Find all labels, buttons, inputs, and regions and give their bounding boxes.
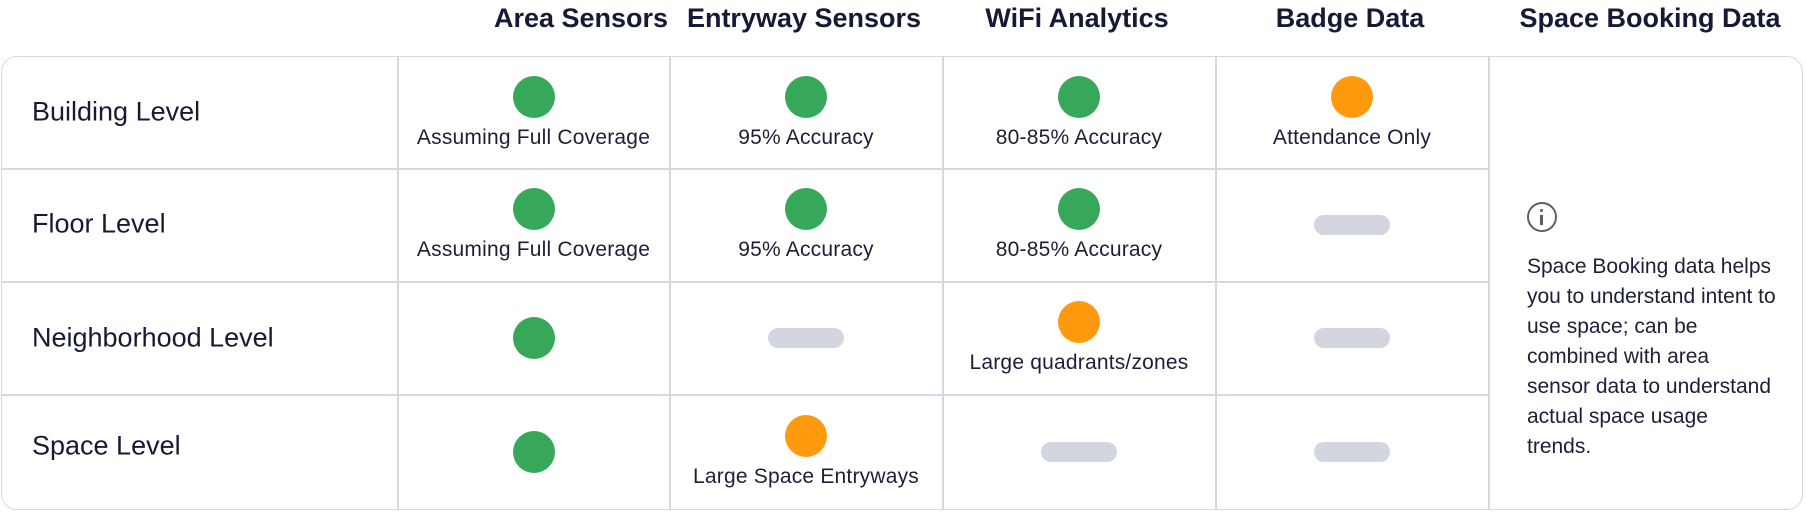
cell-building-level-area-sensors: Assuming Full Coverage	[398, 57, 669, 168]
column-divider	[397, 57, 399, 509]
cell-note: 80-85% Accuracy	[995, 125, 1163, 149]
cell-neighborhood-level-entryway-sensors	[670, 282, 942, 394]
cell-note: Assuming Full Coverage	[416, 238, 651, 261]
full-support-indicator	[512, 188, 555, 230]
cell-floor-level-wifi-analytics: 80-85% Accuracy	[943, 169, 1215, 281]
cell-note: Assuming Full Coverage	[416, 125, 651, 149]
cell-note: Large Space Entryways	[693, 465, 919, 488]
coverage-table: Building Level Floor Level Neighborhood …	[1, 56, 1803, 510]
info-icon	[1527, 202, 1557, 232]
column-divider	[669, 57, 671, 509]
partial-support-indicator	[785, 415, 827, 457]
not-supported-indicator	[768, 328, 844, 348]
column-header-area-sensors: Area Sensors	[493, 3, 669, 33]
full-support-indicator	[785, 75, 827, 118]
cell-space-level-entryway-sensors: Large Space Entryways	[670, 395, 942, 509]
cell-space-level-area-sensors	[398, 395, 669, 509]
row-divider	[2, 394, 1489, 396]
cell-building-level-entryway-sensors: 95% Accuracy	[670, 57, 942, 168]
full-support-indicator	[785, 188, 827, 230]
cell-building-level-wifi-analytics: 80-85% Accuracy	[943, 57, 1215, 168]
cell-building-level-badge-data: Attendance Only	[1216, 57, 1488, 168]
row-label-neighborhood-level: Neighborhood Level	[32, 322, 274, 353]
column-divider	[1488, 57, 1490, 509]
partial-support-indicator	[1331, 75, 1373, 118]
row-divider	[2, 168, 1489, 170]
row-divider	[2, 281, 1489, 283]
column-divider	[942, 57, 944, 509]
space-booking-info-panel: Space Booking data helps you to understa…	[1527, 202, 1777, 462]
cell-note: Large quadrants/zones	[969, 351, 1189, 374]
column-header-wifi-analytics: WiFi Analytics	[985, 3, 1169, 33]
cell-space-level-badge-data	[1216, 395, 1488, 509]
full-support-indicator	[512, 75, 555, 118]
row-label-floor-level: Floor Level	[32, 208, 166, 239]
cell-floor-level-area-sensors: Assuming Full Coverage	[398, 169, 669, 281]
not-supported-indicator	[1314, 328, 1390, 348]
not-supported-indicator	[1314, 442, 1390, 462]
space-booking-note: Space Booking data helps you to understa…	[1527, 255, 1776, 458]
partial-support-indicator	[1058, 301, 1100, 343]
cell-floor-level-entryway-sensors: 95% Accuracy	[670, 169, 942, 281]
column-header-space-booking-data: Space Booking Data	[1519, 3, 1781, 33]
row-label-space-level: Space Level	[32, 430, 181, 461]
full-support-indicator	[1058, 75, 1100, 118]
cell-space-level-wifi-analytics	[943, 395, 1215, 509]
cell-note: 80-85% Accuracy	[995, 238, 1163, 261]
cell-note: 95% Accuracy	[738, 238, 874, 261]
column-header-badge-data: Badge Data	[1275, 3, 1425, 33]
full-support-indicator	[1058, 188, 1100, 230]
cell-neighborhood-level-area-sensors	[398, 282, 669, 394]
full-support-indicator	[512, 317, 555, 359]
column-divider	[1215, 57, 1217, 509]
row-label-building-level: Building Level	[32, 96, 201, 127]
cell-note: Attendance Only	[1272, 125, 1432, 149]
cell-neighborhood-level-wifi-analytics: Large quadrants/zones	[943, 282, 1215, 394]
not-supported-indicator	[1041, 442, 1117, 462]
column-header-entryway-sensors: Entryway Sensors	[686, 3, 922, 33]
cell-neighborhood-level-badge-data	[1216, 282, 1488, 394]
cell-note: 95% Accuracy	[738, 125, 874, 149]
not-supported-indicator	[1314, 215, 1390, 235]
full-support-indicator	[512, 431, 555, 473]
cell-floor-level-badge-data	[1216, 169, 1488, 281]
